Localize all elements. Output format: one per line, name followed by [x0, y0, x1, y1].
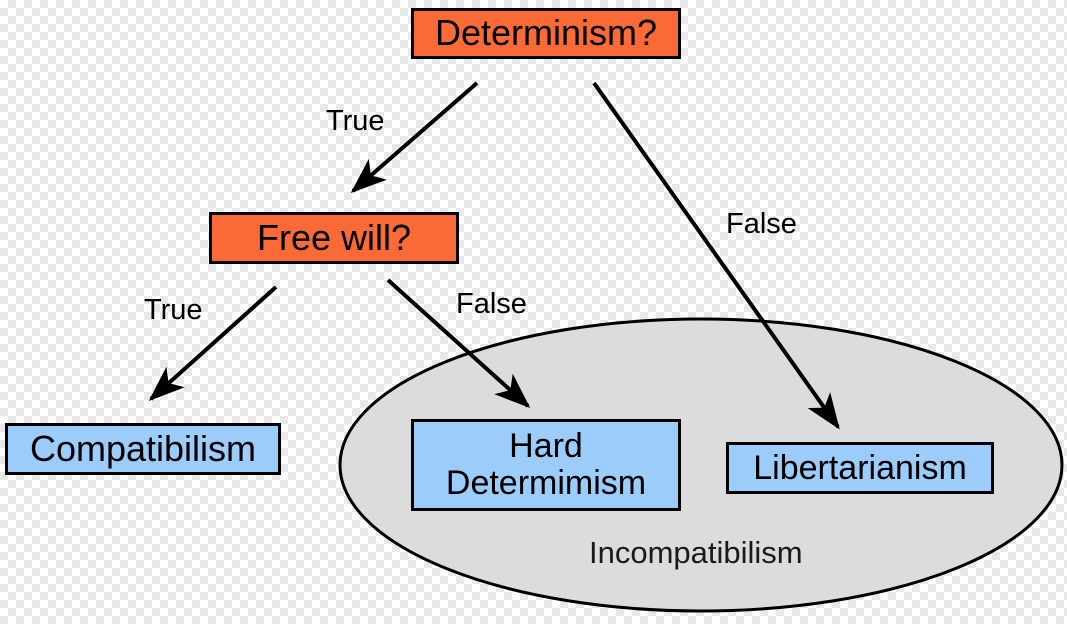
edge-label-determinism-true: True: [326, 105, 385, 137]
edge-freewill-to-hard-determinism: [386, 278, 531, 409]
edge-determinism-to-libertarianism: [592, 81, 840, 430]
incompatibilism-group-label: Incompatibilism: [589, 535, 803, 570]
node-determinism[interactable]: Determinism?: [411, 8, 681, 59]
edge-label-determinism-false: False: [726, 208, 797, 240]
edge-determinism-to-freewill: [350, 81, 479, 193]
edge-label-freewill-true: True: [144, 294, 203, 326]
node-compatibilism[interactable]: Compatibilism: [5, 423, 281, 475]
edge-freewill-to-compatibilism: [148, 285, 278, 402]
node-free-will[interactable]: Free will?: [209, 212, 459, 264]
node-libertarianism[interactable]: Libertarianism: [726, 442, 994, 494]
node-hard-determinism[interactable]: Hard Determimism: [411, 419, 681, 511]
edge-label-freewill-false: False: [456, 288, 527, 320]
